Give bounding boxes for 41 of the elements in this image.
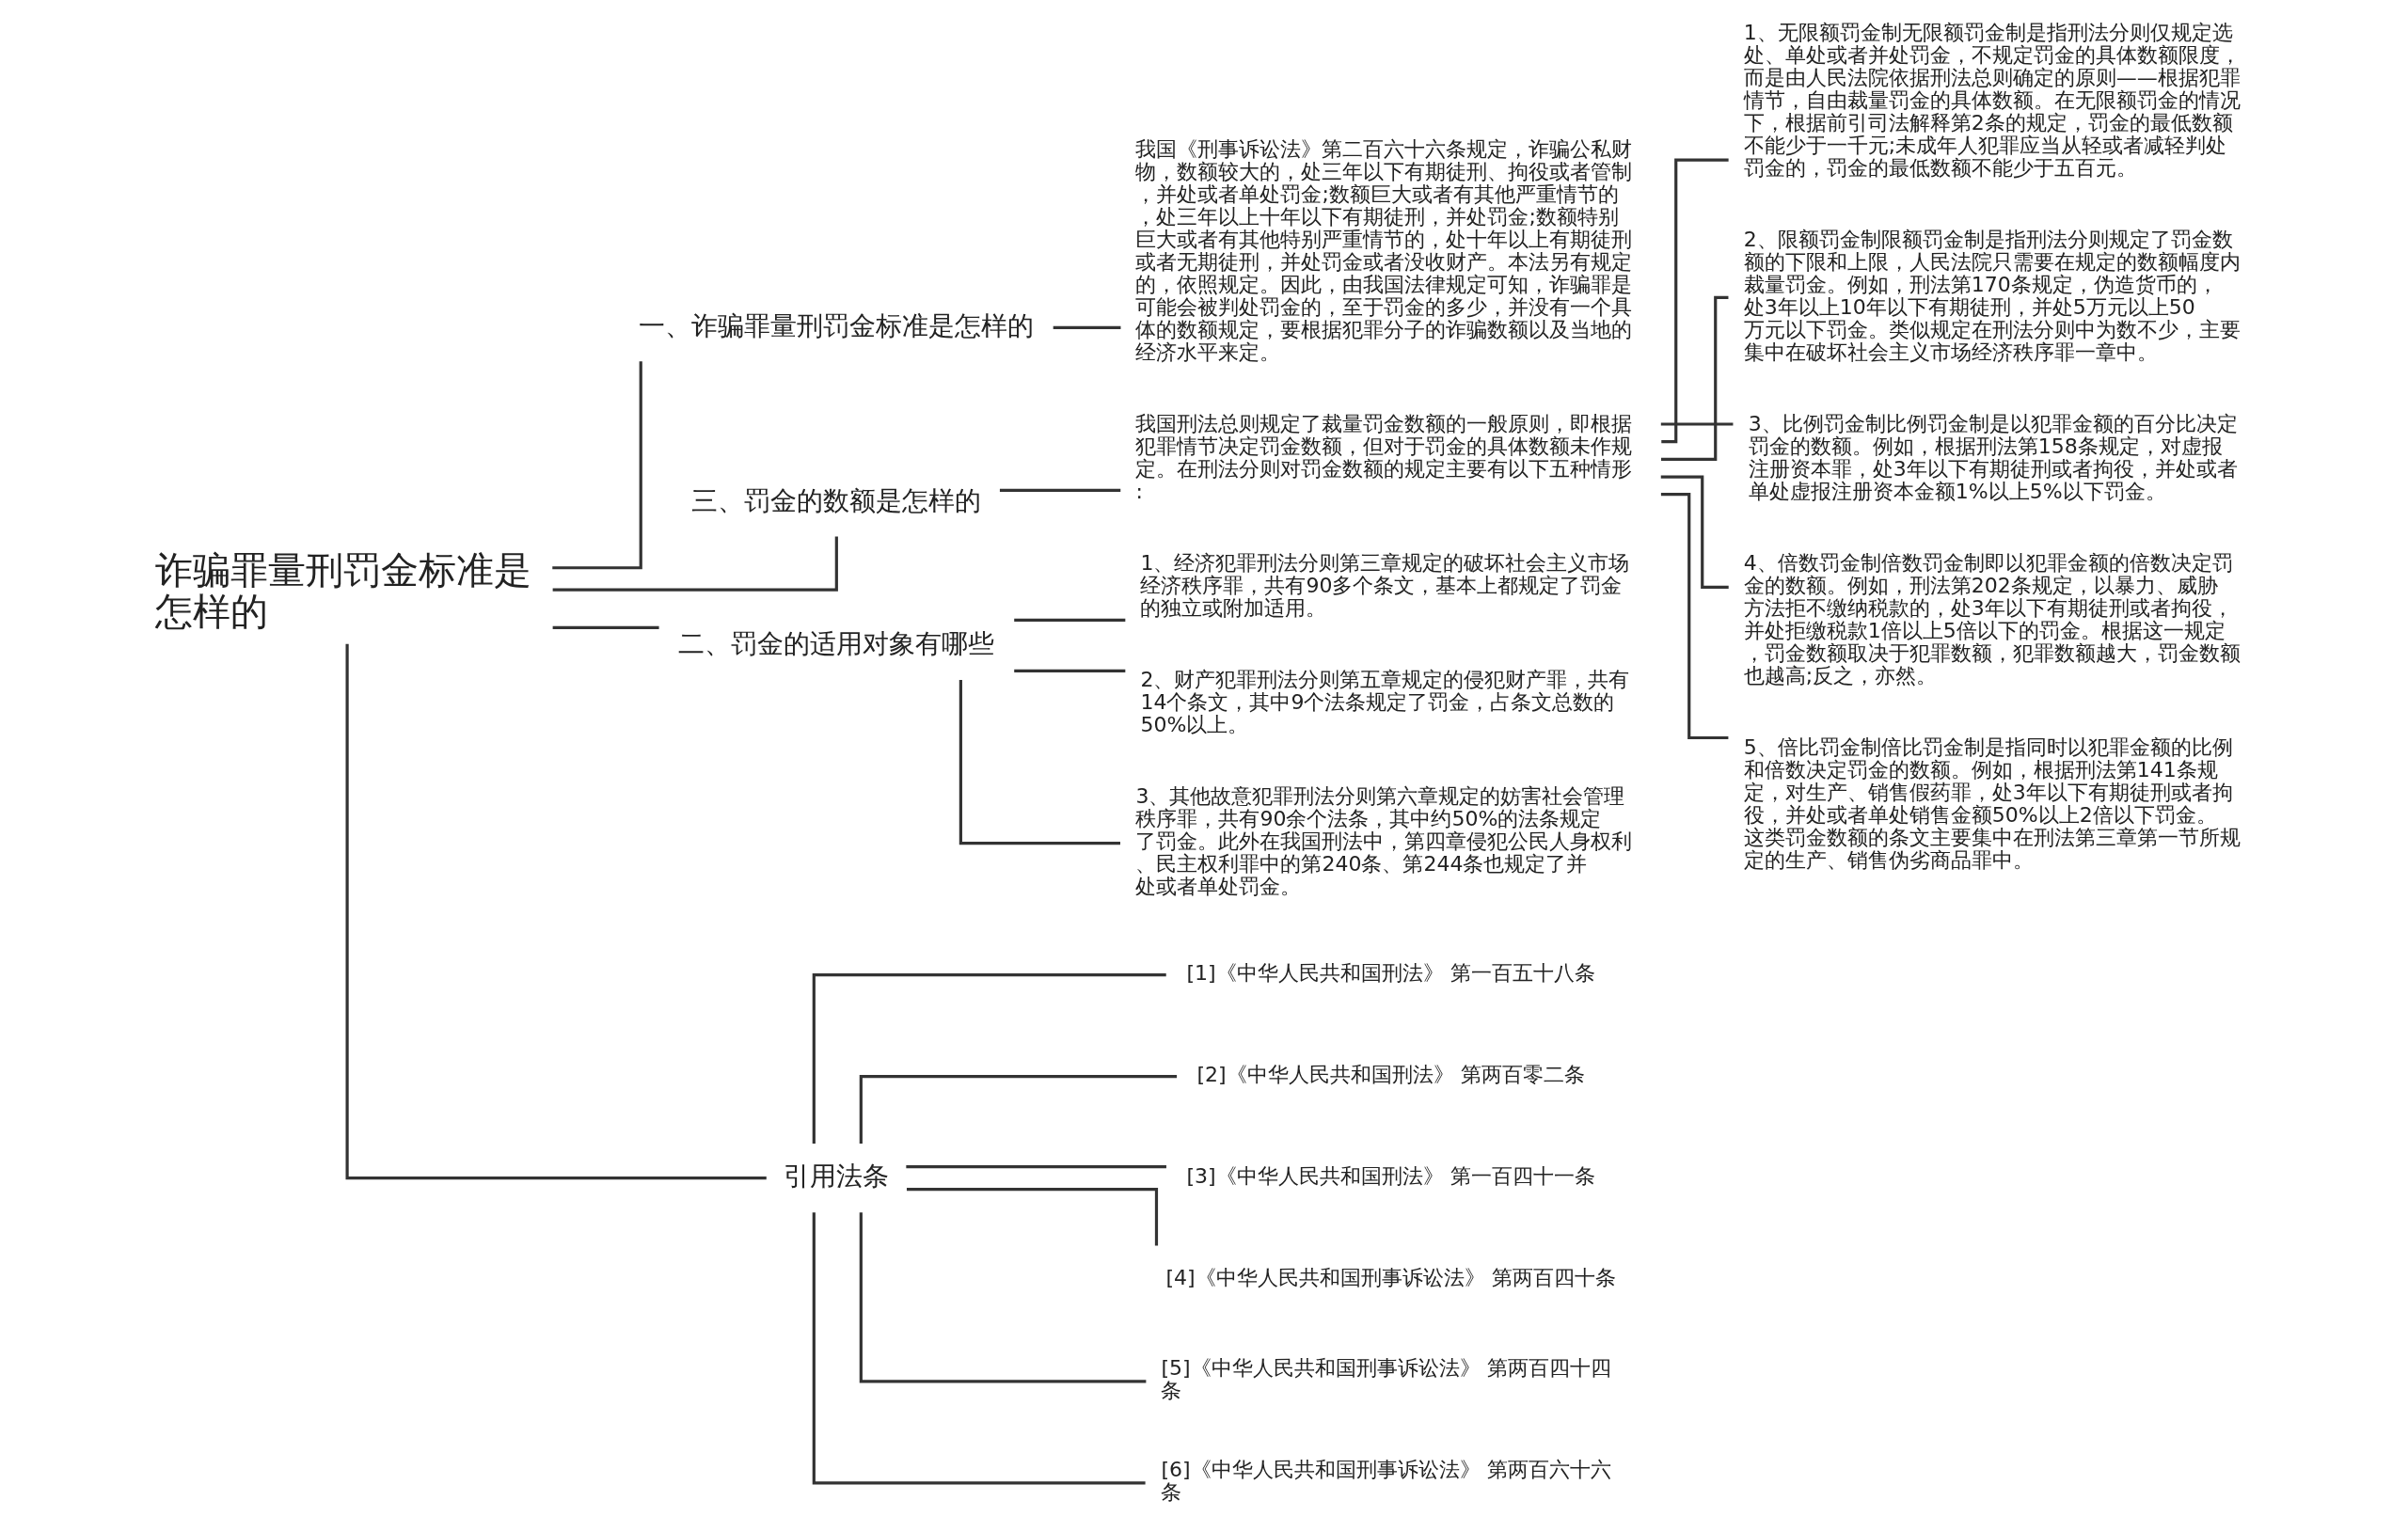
node-text: 我国《刑事诉讼法》第二百六十六条规定，诈骗公私财物，数额较大的，处三年以下有期徒刑、拘役或者管制，并处或者单处罚金;数额巨大或者有其他严重情节的，处三年以上十年以下有期徒刑，并处罚金;数额特别巨大或者有其他特别严重情节的，处十年以上有期徒刑或者无期徒刑，并处罚金或者没收财产。本法另有规定的，依照规定。因此，由我国法律规定可知，诈骗罪是可能会被判处罚金的，至于罚金的多少，并没有一个具体的数额规定，要根据犯罪分子的诈骗数额以及当地的经济水平来定。 [1134, 136, 1632, 364]
connector [906, 1188, 1158, 1246]
node-text: 2、财产犯罪刑法分则第五章规定的侵犯财产罪，共有14个条文，其中9个法条规定了罚金，占条文总数的50%以上。 [1139, 668, 1629, 737]
node-text: 3、比例罚金制比例罚金制是以犯罪金额的百分比决定罚金的数额。例如，根据刑法第158条规定，对虚报注册资本罪，处3年以下有期徒刑或者拘役，并处或者单处虚报注册资本金额1%以上5%以下罚金。 [1748, 411, 2238, 503]
connector [1660, 158, 1729, 444]
node-text: [3]《中华人民共和国刑法》 第一百四十一条 [1186, 1164, 1595, 1189]
connector [958, 680, 1120, 845]
node-text: 1、无限额罚金制无限额罚金制是指刑法分则仅规定选处、单处或者并处罚金，不规定罚金的具体数额限度，而是由人民法院依据刑法总则确定的原则——根据犯罪情节，自由裁量罚金的具体数额。在无限额罚金的情况下，根据前引司法解释第2条的规定，罚金的最低数额不能少于一千元;未成年人犯罪应当从轻或者减轻判处罚金的，罚金的最低数额不能少于五百元。 [1743, 20, 2241, 180]
connector [1660, 475, 1729, 589]
connector [1660, 422, 1733, 426]
connector [1660, 493, 1728, 740]
node-text: [4]《中华人民共和国刑事诉讼法》 第两百四十条 [1165, 1266, 1616, 1290]
node-text: [6]《中华人民共和国刑事诉讼法》 第两百六十六条 [1160, 1458, 1611, 1505]
node-text: [1]《中华人民共和国刑法》 第一百五十八条 [1186, 961, 1595, 986]
connector [999, 488, 1120, 492]
connector [859, 1212, 1146, 1383]
node-text: 一、诈骗罪量刑罚金标准是怎样的 [638, 309, 1034, 341]
node-text: 4、倍数罚金制倍数罚金制即以犯罪金额的倍数决定罚金的数额。例如，刑法第202条规定，以暴力、威胁方法拒不缴纳税款的，处3年以下有期徒刑或者拘役，并处拒缴税款1倍以上5倍以下的罚金。根据这一规定，罚金数额取决于犯罪数额，犯罪数额越大，罚金数额也越高;反之，亦然。 [1743, 551, 2241, 688]
connector [905, 1165, 1166, 1169]
node-text: 1、经济犯罪刑法分则第三章规定的破坏社会主义市场经济秩序罪，共有90多个条文，基本上都规定了罚金的独立或附加适用。 [1139, 551, 1629, 621]
connector [345, 643, 767, 1180]
connector [552, 536, 838, 592]
connector [812, 1212, 1146, 1485]
node-text: 3、其他故意犯罪刑法分则第六章规定的妨害社会管理秩序罪，共有90余个法条，其中约50%的法条规定了罚金。此外在我国刑法中，第四章侵犯公民人身权利、民主权利罪中的第240条、第244条也规定了并处或者单处罚金。 [1134, 784, 1632, 899]
node-text: 诈骗罪量刑罚金标准是怎样的 [154, 548, 531, 634]
connector [1013, 669, 1125, 673]
connector [1660, 295, 1728, 461]
node-text: 2、限额罚金制限额罚金制是指刑法分则规定了罚金数额的下限和上限，人民法院只需要在规定的数额幅度内裁量罚金。例如，刑法第170条规定，伪造货币的，处3年以上10年以下有期徒刑，并处5万元以上50万元以下罚金。类似规定在刑法分则中为数不少，主要集中在破坏社会主义市场经济秩序罪一章中。 [1743, 227, 2241, 364]
node-text: 我国刑法总则规定了裁量罚金数额的一般原则，即根据犯罪情节决定罚金数额，但对于罚金的具体数额未作规定。在刑法分则对罚金数额的规定主要有以下五种情形: [1134, 411, 1632, 503]
node-text: 三、罚金的数额是怎样的 [690, 484, 981, 516]
connector [551, 361, 642, 570]
connector [1053, 325, 1120, 329]
node-text: 引用法条 [783, 1161, 889, 1192]
node-text: [5]《中华人民共和国刑事诉讼法》 第两百四十四条 [1160, 1356, 1611, 1403]
node-text: [2]《中华人民共和国刑法》 第两百零二条 [1196, 1063, 1585, 1087]
connector [1013, 618, 1125, 623]
connector [552, 625, 659, 630]
connector [859, 1075, 1177, 1145]
node-text: 二、罚金的适用对象有哪些 [677, 627, 994, 659]
node-text: 5、倍比罚金制倍比罚金制是指同时以犯罪金额的比例和倍数决定罚金的数额。例如，根据刑法第141条规定，对生产、销售假药罪，处3年以下有期徒刑或者拘役，并处或者单处销售金额50%以上2倍以下罚金。这类罚金数额的条文主要集中在刑法第三章第一节所规定的生产、销售伪劣商品罪中。 [1743, 735, 2241, 873]
connector [812, 973, 1166, 1145]
